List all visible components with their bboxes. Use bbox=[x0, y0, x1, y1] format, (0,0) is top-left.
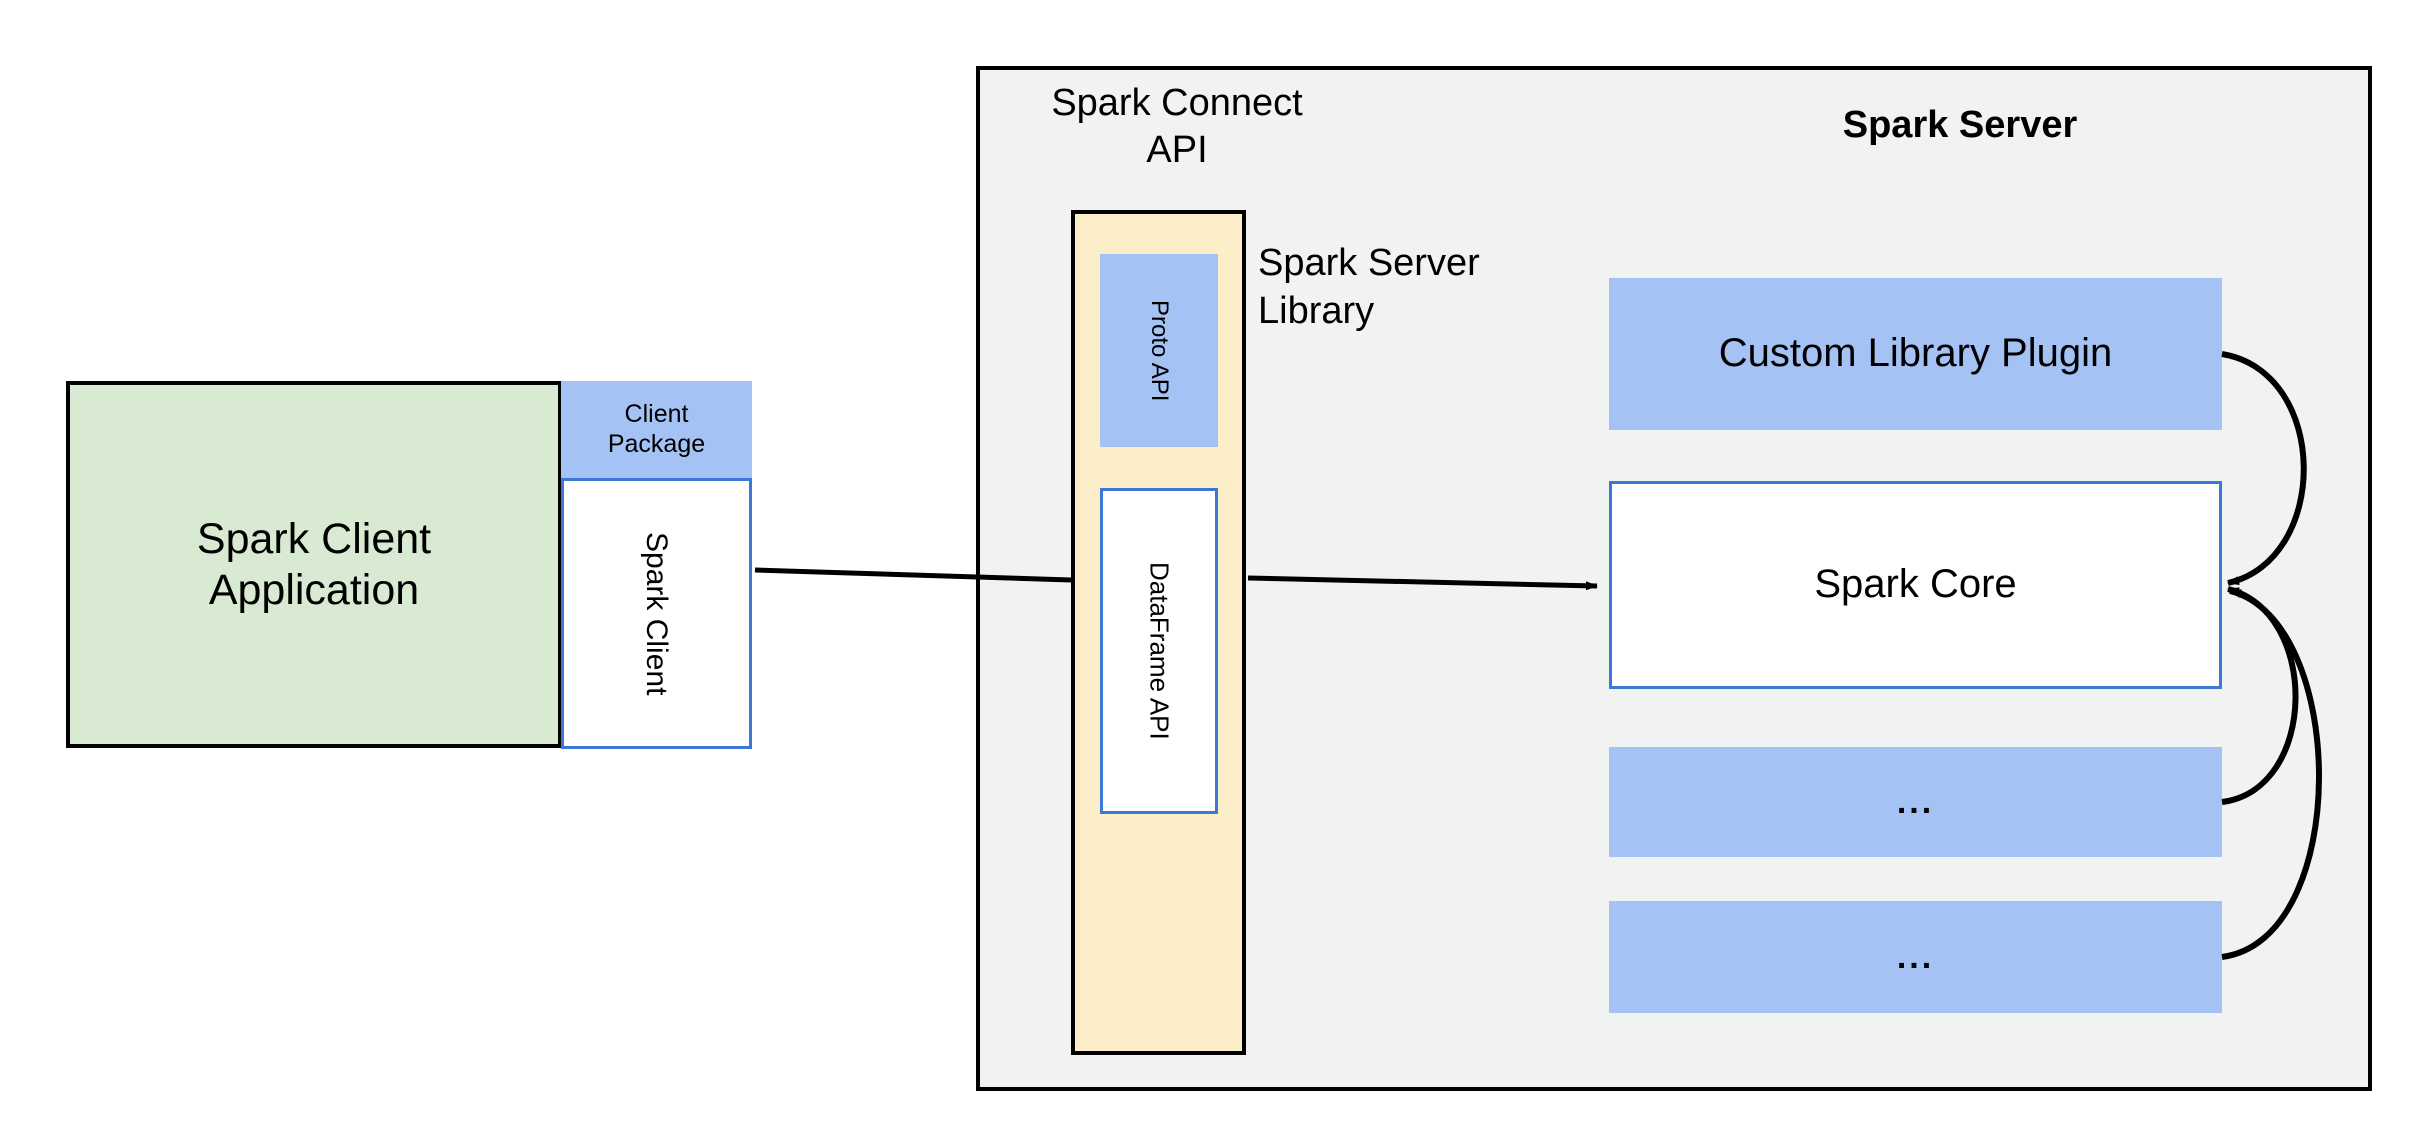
spark-core-label: Spark Core bbox=[1814, 562, 2017, 607]
dataframe-api-box[interactable]: DataFrame API bbox=[1100, 488, 1218, 814]
ellipsis-label-2: ... bbox=[1896, 937, 1935, 976]
custom-library-plugin-box[interactable]: Custom Library Plugin bbox=[1609, 278, 2222, 430]
spark-connect-api-label: Spark Connect API bbox=[1051, 81, 1303, 172]
spark-server-title: Spark Server bbox=[1842, 103, 2078, 146]
spark-client-label: Spark Client bbox=[640, 531, 674, 696]
client-package-box[interactable]: Client Package bbox=[561, 381, 752, 478]
additional-component-box-1[interactable]: ... bbox=[1609, 747, 2222, 857]
ellipsis-label-1: ... bbox=[1896, 782, 1935, 821]
spark-client-application-label: Spark Client Application bbox=[196, 514, 432, 614]
spark-server-library-label: Spark Server Library bbox=[1258, 242, 1480, 332]
spark-core-box[interactable]: Spark Core bbox=[1609, 481, 2222, 689]
proto-api-label: Proto API bbox=[1146, 299, 1174, 402]
client-package-label: Client Package bbox=[607, 400, 706, 458]
dataframe-api-label: DataFrame API bbox=[1144, 562, 1175, 740]
spark-client-box[interactable]: Spark Client bbox=[561, 478, 752, 749]
custom-library-plugin-label: Custom Library Plugin bbox=[1718, 331, 2113, 376]
spark-client-application-box[interactable]: Spark Client Application bbox=[66, 381, 562, 748]
additional-component-box-2[interactable]: ... bbox=[1609, 901, 2222, 1013]
proto-api-box[interactable]: Proto API bbox=[1100, 254, 1218, 447]
